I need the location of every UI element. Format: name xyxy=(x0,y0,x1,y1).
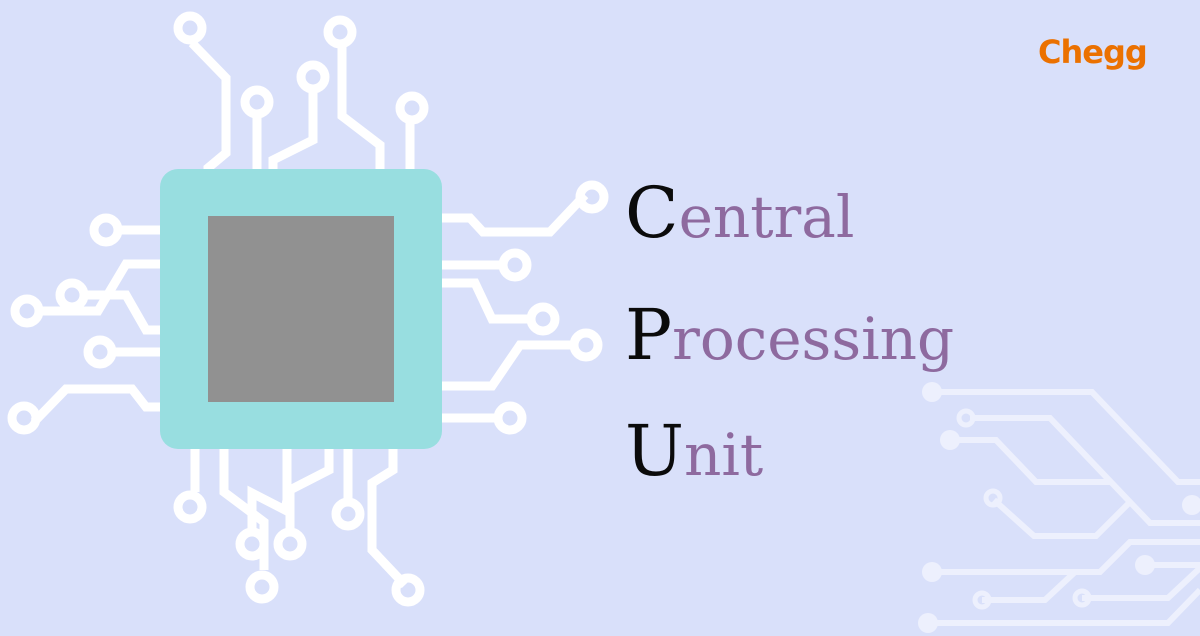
title-initial: C xyxy=(625,172,679,254)
title-rest: entral xyxy=(678,183,855,251)
title-line-unit: Unit xyxy=(625,416,763,486)
title-rest: nit xyxy=(684,421,764,489)
chegg-logo: Chegg xyxy=(1038,33,1148,71)
title-line-processing: Processing xyxy=(625,300,954,370)
title-rest: rocessing xyxy=(672,305,955,373)
title-line-central: Central xyxy=(625,178,854,248)
title-initial: P xyxy=(625,294,673,376)
title-initial: U xyxy=(625,410,684,492)
